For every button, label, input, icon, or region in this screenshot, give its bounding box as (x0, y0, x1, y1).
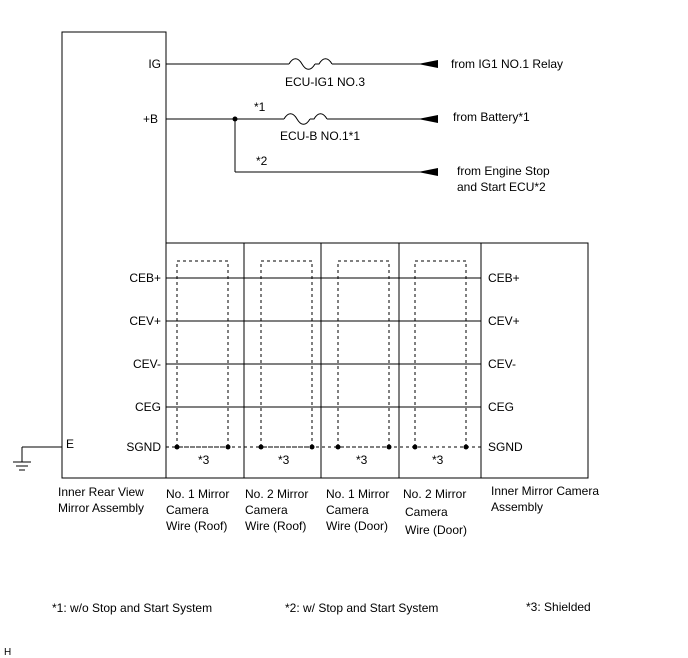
left-pin-cev-minus: CEV- (133, 357, 161, 371)
note2-marker: *2 (256, 154, 268, 168)
left-pin-ceb-plus: CEB+ (129, 271, 161, 285)
shield-dot (225, 444, 231, 450)
ig-arrow-icon (418, 60, 438, 68)
wire3-label-line1: No. 1 Mirror (326, 487, 389, 501)
left-pin-ceg: CEG (135, 400, 161, 414)
from-battery-label: from Battery*1 (453, 110, 530, 124)
fuse-ig-label: ECU-IG1 NO.3 (285, 75, 365, 89)
left-pin-cev-plus: CEV+ (129, 314, 161, 328)
from-engine-label-line2: and Start ECU*2 (457, 180, 546, 194)
right-pin-sgnd: SGND (488, 440, 523, 454)
legend-note2: *2: w/ Stop and Start System (285, 601, 438, 615)
wire3-label-line3: Wire (Door) (326, 519, 388, 533)
right-pin-cev-minus: CEV- (488, 357, 516, 371)
wire1-label-line1: No. 1 Mirror (166, 487, 229, 501)
shield-outline-1 (176, 260, 229, 448)
shield-mark-1: *3 (198, 453, 210, 467)
ig-fuse-icon (288, 58, 345, 70)
note1-marker: *1 (254, 100, 266, 114)
legend-note1: *1: w/o Stop and Start System (52, 601, 212, 615)
wire4-label-line2: Camera (405, 505, 448, 519)
shield-outline-4 (414, 260, 467, 448)
from-ig-label: from IG1 NO.1 Relay (451, 57, 563, 71)
shield-dot (412, 444, 418, 450)
engine-arrow-icon (418, 168, 438, 176)
wire1-label-line3: Wire (Roof) (166, 519, 227, 533)
ig-pin-label: IG (148, 57, 161, 71)
shield-dot (258, 444, 264, 450)
shield-dot (335, 444, 341, 450)
shield-outline-3 (337, 260, 390, 448)
wire3-label-line2: Camera (326, 503, 369, 517)
ground-pin-label: E (66, 437, 74, 451)
wire1-label-line2: Camera (166, 503, 209, 517)
from-engine-label-line1: from Engine Stop (457, 164, 550, 178)
wire4-label-line3: Wire (Door) (405, 523, 467, 537)
wire2-label-line2: Camera (245, 503, 288, 517)
shield-mark-4: *3 (432, 453, 444, 467)
wire2-label-line1: No. 2 Mirror (245, 487, 308, 501)
right-pin-ceg: CEG (488, 400, 514, 414)
left-module-label-line1: Inner Rear View (58, 485, 144, 499)
shield-dot (386, 444, 392, 450)
legend-note3: *3: Shielded (526, 600, 591, 614)
corner-mark: H (4, 647, 11, 658)
shield-mark-3: *3 (356, 453, 368, 467)
inner-mirror-camera-box (480, 242, 589, 479)
battery-arrow-icon (418, 115, 438, 123)
right-pin-ceb-plus: CEB+ (488, 271, 520, 285)
shield-outline-2 (260, 260, 313, 448)
left-module-label-line2: Mirror Assembly (58, 501, 144, 515)
shield-mark-2: *3 (278, 453, 290, 467)
right-module-label-line2: Assembly (491, 500, 543, 514)
b-pin-label: +B (143, 112, 158, 126)
wire2-label-line3: Wire (Roof) (245, 519, 306, 533)
shield-dot (309, 444, 315, 450)
shield-dot (463, 444, 469, 450)
fuse-b-label: ECU-B NO.1*1 (280, 129, 360, 143)
b-fuse-icon (283, 113, 339, 125)
right-module-label-line1: Inner Mirror Camera (491, 484, 599, 498)
left-pin-sgnd: SGND (126, 440, 161, 454)
wire4-label-line1: No. 2 Mirror (403, 487, 466, 501)
shield-dot (174, 444, 180, 450)
right-pin-cev-plus: CEV+ (488, 314, 520, 328)
